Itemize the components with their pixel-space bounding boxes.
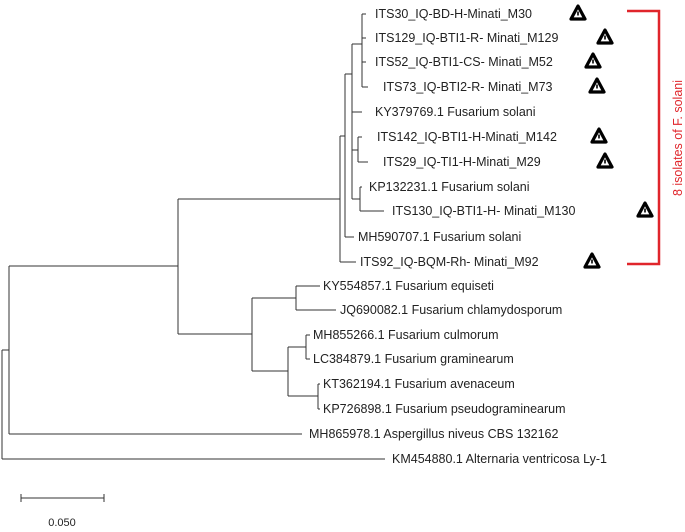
triangle-warning-icon <box>588 77 606 94</box>
leaf-label-m142: ITS142_IQ-BTI1-H-Minati_M142 <box>377 130 557 144</box>
bracket-line <box>627 9 661 266</box>
leaf-label-m73: ITS73_IQ-BTI2-R- Minati_M73 <box>383 80 553 94</box>
leaf-label-kt362194: KT362194.1 Fusarium avenaceum <box>323 377 515 391</box>
isolate-markers <box>569 4 654 269</box>
leaf-label-ky554857: KY554857.1 Fusarium equiseti <box>323 279 494 293</box>
leaf-label-m52: ITS52_IQ-BTI1-CS- Minati_M52 <box>375 55 553 69</box>
tree-branches <box>1 13 385 460</box>
triangle-warning-icon <box>596 152 614 169</box>
leaf-label-jq690082: JQ690082.1 Fusarium chlamydosporum <box>340 303 562 317</box>
solani-bracket: 8 isolates of F. solani <box>627 9 685 266</box>
triangle-warning-icon <box>636 201 654 218</box>
leaf-label-kp726898: KP726898.1 Fusarium pseudograminearum <box>323 402 566 416</box>
bracket-label: 8 isolates of F. solani <box>671 80 685 196</box>
leaf-label-ky379769: KY379769.1 Fusarium solani <box>375 105 536 119</box>
leaf-label-kp132231: KP132231.1 Fusarium solani <box>369 180 530 194</box>
leaf-label-mh590707: MH590707.1 Fusarium solani <box>358 230 521 244</box>
leaf-label-m130: ITS130_IQ-BTI1-H- Minati_M130 <box>392 204 575 218</box>
leaf-label-m92: ITS92_IQ-BQM-Rh- Minati_M92 <box>360 255 539 269</box>
scale-bar: 0.050 <box>20 494 105 529</box>
leaf-label-lc384879: LC384879.1 Fusarium graminearum <box>313 352 514 366</box>
triangle-warning-icon <box>583 252 601 269</box>
triangle-warning-icon <box>590 127 608 144</box>
leaf-labels: ITS30_IQ-BD-H-Minati_M30 ITS129_IQ-BTI1-… <box>309 7 607 466</box>
leaf-label-mh855266: MH855266.1 Fusarium culmorum <box>313 328 499 342</box>
leaf-label-m29: ITS29_IQ-TI1-H-Minati_M29 <box>383 155 541 169</box>
leaf-label-m129: ITS129_IQ-BTI1-R- Minati_M129 <box>375 31 558 45</box>
leaf-label-mh865978: MH865978.1 Aspergillus niveus CBS 132162 <box>309 427 559 441</box>
triangle-warning-icon <box>569 4 587 21</box>
triangle-warning-icon <box>584 52 602 69</box>
leaf-label-m30: ITS30_IQ-BD-H-Minati_M30 <box>375 7 532 21</box>
scale-bar-label: 0.050 <box>48 517 76 529</box>
leaf-label-km454880: KM454880.1 Alternaria ventricosa Ly-1 <box>392 452 607 466</box>
triangle-warning-icon <box>596 28 614 45</box>
